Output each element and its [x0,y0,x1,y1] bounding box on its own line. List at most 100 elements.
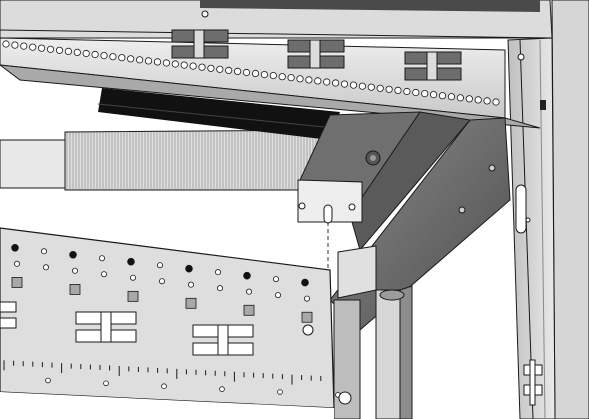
panel-square-hole [11,277,23,288]
rail-hole [314,77,322,85]
rail-hole [234,67,242,76]
rail-hole [278,73,286,81]
rail-hole [367,83,375,91]
rail-hole [153,58,162,66]
rail-hole [438,92,447,100]
rail-hole [251,69,260,78]
rail-hole [144,57,153,65]
rail-hole [421,90,429,98]
panel-square-hole [127,290,139,302]
panel-bottom-hole [277,389,283,395]
rail-hole [73,48,81,57]
slot-cutout-icon [515,184,527,234]
panel-hole [41,248,48,255]
rail-hole [127,55,135,63]
rail-hole [242,68,251,77]
rail-hole [429,91,438,99]
panel-hole [43,264,50,271]
rail-hole [180,61,188,69]
rail-hole [207,64,215,72]
panel-hole [127,257,135,266]
side-slot-lower [523,359,543,406]
screw-head-icon [201,10,209,18]
rail-hole [189,62,197,70]
panel-bottom-hole [219,386,225,392]
rail-hole [447,93,456,101]
screw-head-icon [302,324,314,336]
rail-hole [91,50,99,59]
rail-hole [55,46,64,54]
panel-hole [185,264,193,273]
panel-hole [245,288,252,295]
rail-hole [403,87,411,96]
rail-hole [136,56,144,64]
panel-hole [99,255,106,262]
rail-holes [2,40,500,106]
panel-square-hole [69,283,81,295]
rail-hole [456,94,464,102]
panel-hole [13,260,20,267]
black-brush-strip [98,88,340,140]
rail-hole [260,71,268,79]
panel-square-hole [243,304,255,316]
panel-slot-2 [192,324,254,356]
panel-hole [274,292,281,299]
mounting-tab [297,179,363,270]
panel-hole [101,271,108,278]
panel-slot-edge [0,301,17,329]
top-frame [0,0,553,39]
rail-hole [331,79,340,87]
rail-hole [385,85,393,93]
rail-hole [492,98,500,106]
panel-hole [243,271,251,280]
panel-hole [187,281,194,288]
rail-slot-1 [171,29,229,59]
rail-hole [323,78,331,86]
rail-hole [296,75,304,83]
rail-hole [269,72,277,80]
rail-hole [37,44,46,52]
rail-hole [171,60,179,68]
rail-hole [358,82,366,90]
rail-hole [305,76,313,84]
panel-hole [303,295,310,302]
panel-scale-ticks [3,360,341,398]
rail-hole [376,84,384,92]
panel-bottom-hole [45,377,51,384]
panel-slot-1 [75,311,137,343]
rail-hole [46,45,55,53]
front-perforated-panel [0,227,352,419]
right-side-panel [507,0,589,419]
panel-hole [216,285,223,292]
panel-square-hole [185,297,197,309]
rail-hole [118,54,126,62]
rail-hole [82,49,90,58]
rail-hole [394,86,402,95]
rail-slot-2 [287,39,345,69]
rail-hole [225,66,233,75]
rail-hole [474,96,482,104]
panel-hole [214,269,221,276]
rail-hole [287,74,295,82]
slot-cutout-icon [323,204,333,224]
rail-hole [465,95,473,103]
rail-hole [20,42,28,50]
panel-hole [158,278,165,285]
rail-hole [2,40,10,48]
panel-hole [272,276,279,283]
rail-hole [100,51,108,60]
panel-hole [301,278,309,287]
rail-hole [412,88,420,97]
panel-square-hole [301,311,313,323]
panel-holes [11,244,313,323]
rail-hole [216,65,224,73]
rail-hole [109,53,117,61]
panel-bottom-hole [161,383,167,390]
rail-hole [198,63,206,71]
rail-hole [340,80,349,88]
rail-hole [64,47,73,56]
vertical-posts [333,245,413,419]
panel-hole [72,267,79,274]
rail-hole [162,59,170,67]
